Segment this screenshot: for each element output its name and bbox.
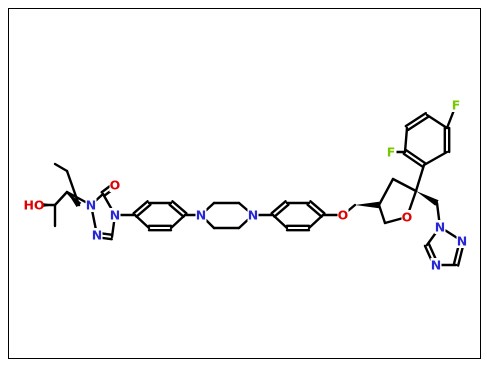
atom-label-background <box>195 208 207 222</box>
atom-label-o: O <box>338 208 349 223</box>
bond-line <box>270 200 287 215</box>
atom-label-n: N <box>110 208 120 223</box>
atom-label-n: N <box>86 198 96 213</box>
atom-label-n: N <box>431 258 441 273</box>
atom-label-background <box>109 208 121 222</box>
bond-line <box>53 190 69 207</box>
bond-line <box>132 200 149 215</box>
stereo-wedge-bond <box>67 192 82 208</box>
atom-label-background <box>85 198 97 212</box>
atom-label-n: N <box>92 228 102 243</box>
stereo-wedge-bond <box>416 191 439 206</box>
atom-label-o: O <box>110 178 121 193</box>
atom-label-background <box>430 258 442 272</box>
atom-label-background <box>247 208 259 222</box>
atom-label-background <box>25 198 43 212</box>
atom-label-background <box>450 98 462 112</box>
bond-line <box>391 177 418 193</box>
bond-line <box>422 150 449 167</box>
bond-line <box>169 213 187 230</box>
bond-line <box>414 163 426 193</box>
atom-label-o: O <box>402 210 413 225</box>
atom-label-background <box>91 228 103 242</box>
bond-line <box>306 203 323 218</box>
bond-line <box>65 169 81 207</box>
bond-line <box>406 115 430 132</box>
atom-label-n: N <box>248 208 258 223</box>
bond-line <box>133 213 151 230</box>
bond-line <box>403 126 409 154</box>
bond-line <box>402 152 424 169</box>
atom-label-background <box>456 234 468 248</box>
atom-label-background <box>401 210 413 224</box>
bond-line <box>273 203 290 218</box>
atom-label-ho: HO <box>23 198 44 213</box>
bond-line <box>404 111 428 128</box>
bond-line <box>377 177 395 207</box>
bond-line <box>425 113 449 130</box>
atom-label-f: F <box>452 98 461 113</box>
atom-label-n: N <box>457 234 467 249</box>
bond-line <box>405 148 427 165</box>
atom-label-background <box>337 208 349 222</box>
bond-line <box>377 203 387 225</box>
atom-label-n: N <box>196 208 206 223</box>
atom-label-background <box>109 178 121 192</box>
bond-line <box>53 162 69 173</box>
stereo-wedge-bond <box>355 201 379 209</box>
bond-line <box>271 213 289 230</box>
atom-label-n: N <box>435 220 445 235</box>
atom-label-background <box>434 220 446 234</box>
bond-line <box>171 200 188 215</box>
bond-line <box>309 200 326 215</box>
bond-line <box>168 203 185 218</box>
atom-label-background <box>385 145 397 159</box>
bond-line <box>135 203 152 218</box>
atom-label-f: F <box>387 145 396 160</box>
bond-line <box>307 213 325 230</box>
